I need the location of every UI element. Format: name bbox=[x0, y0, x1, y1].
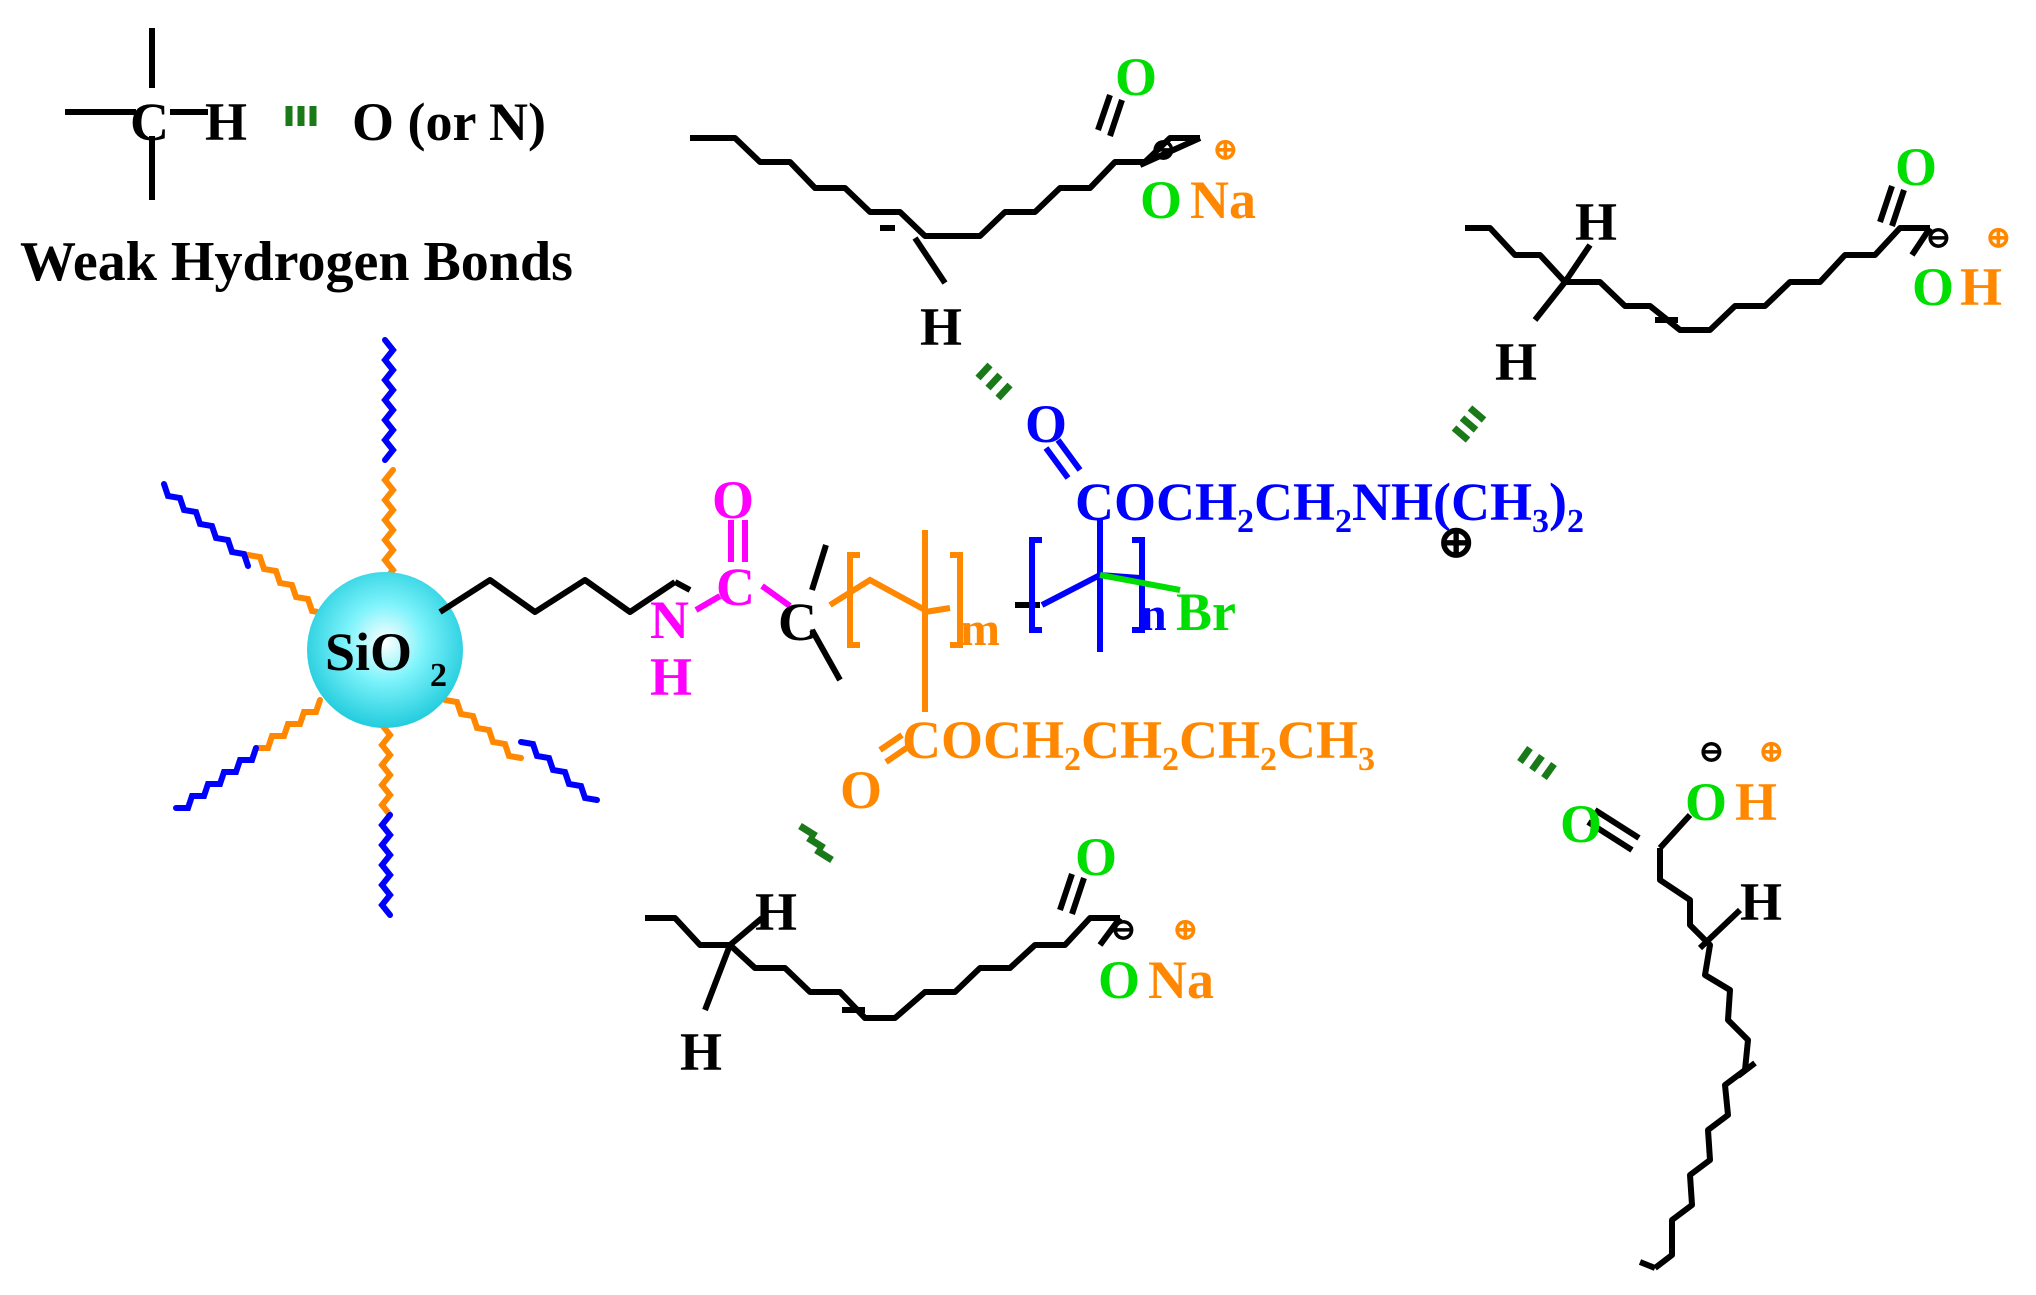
block-n: n bbox=[1140, 588, 1167, 641]
legend-ch-bond bbox=[65, 28, 208, 200]
quaternary-carbon: C bbox=[778, 592, 817, 652]
top-oleate-o-double: O bbox=[1115, 47, 1157, 107]
right-oleic-minus: ⊖ bbox=[1925, 219, 1952, 255]
butyl-side-chain: COCH2CH2CH2CH3 O bbox=[840, 710, 1375, 820]
silica-particle: SiO 2 bbox=[161, 337, 600, 918]
silica-label: SiO bbox=[325, 622, 412, 682]
br-oleic-h: H bbox=[1740, 872, 1782, 932]
top-oleate-na: Na bbox=[1190, 170, 1256, 230]
legend-acceptor: O (or N) bbox=[352, 92, 546, 152]
ammonium-charge: ⊕ bbox=[1436, 516, 1476, 569]
oleic-bottom-right: O O ⊖ H ⊕ H bbox=[1560, 733, 1785, 1271]
oleate-top: H O O ⊖ Na ⊕ bbox=[690, 47, 1256, 357]
bottom-oleate-minus: ⊖ bbox=[1110, 911, 1137, 947]
legend-caption: Weak Hydrogen Bonds bbox=[20, 231, 573, 293]
bottom-oleate-o-double: O bbox=[1075, 827, 1117, 887]
br-oleic-minus: ⊖ bbox=[1698, 733, 1725, 769]
bottom-oleate-o-minus: O bbox=[1098, 950, 1140, 1010]
bottom-oleate-h-bottom: H bbox=[680, 1022, 722, 1082]
legend-carbon: C bbox=[130, 92, 169, 152]
top-oleate-plus: ⊕ bbox=[1212, 131, 1239, 167]
top-oleate-h: H bbox=[920, 297, 962, 357]
right-oleic-h-bottom: H bbox=[1495, 332, 1537, 392]
top-oleate-minus: ⊖ bbox=[1150, 131, 1177, 167]
legend-hydrogen: H bbox=[205, 92, 247, 152]
oleic-right: H H O O ⊖ H ⊕ bbox=[1465, 137, 2012, 392]
butyl-ester: COCH2CH2CH2CH3 bbox=[902, 710, 1375, 778]
right-oleic-plus: ⊕ bbox=[1985, 219, 2012, 255]
right-oleic-o-double: O bbox=[1895, 137, 1937, 197]
right-oleic-h-top: H bbox=[1575, 192, 1617, 252]
dmaema-side-chain: O COCH2CH2NH(CH3)2 ⊕ bbox=[1025, 394, 1584, 569]
bromine-end: Br bbox=[1176, 582, 1236, 642]
bottom-oleate-na: Na bbox=[1148, 950, 1214, 1010]
carbonyl-oxygen: O bbox=[712, 470, 754, 530]
dmaema-ester: COCH2CH2NH(CH3)2 bbox=[1075, 472, 1584, 540]
top-oleate-o-minus: O bbox=[1140, 170, 1182, 230]
polymer-backbone: m n Br bbox=[828, 520, 1236, 712]
br-oleic-o-double: O bbox=[1560, 794, 1602, 854]
carbonyl-carbon: C bbox=[716, 557, 755, 617]
bottom-oleate-h-top: H bbox=[755, 882, 797, 942]
br-oleic-plus: ⊕ bbox=[1758, 733, 1785, 769]
legend: C H O (or N) Weak Hydrogen Bonds bbox=[20, 28, 573, 293]
hbond-top bbox=[975, 362, 1013, 401]
oleate-bottom: H H O O ⊖ Na ⊕ bbox=[645, 827, 1214, 1082]
amide-hydrogen: H bbox=[650, 647, 692, 707]
dmaema-carbonyl-oxygen: O bbox=[1025, 394, 1067, 454]
silica-subscript: 2 bbox=[430, 657, 447, 694]
bottom-oleate-plus: ⊕ bbox=[1172, 911, 1199, 947]
right-oleic-h-cation: H bbox=[1960, 257, 2002, 317]
legend-hbond-dash bbox=[285, 106, 317, 126]
br-oleic-o-minus: O bbox=[1685, 772, 1727, 832]
hbond-bottom-right bbox=[1517, 745, 1557, 781]
amide-nitrogen: N bbox=[650, 590, 689, 650]
hbond-dashes bbox=[798, 362, 1557, 863]
br-oleic-h-cation: H bbox=[1735, 772, 1777, 832]
hbond-bottom-left bbox=[798, 823, 834, 863]
propyl-linker bbox=[438, 577, 692, 615]
block-m: m bbox=[960, 603, 1000, 656]
hbond-right bbox=[1451, 405, 1487, 443]
right-oleic-o-minus: O bbox=[1912, 257, 1954, 317]
butyl-carbonyl-oxygen: O bbox=[840, 760, 882, 820]
